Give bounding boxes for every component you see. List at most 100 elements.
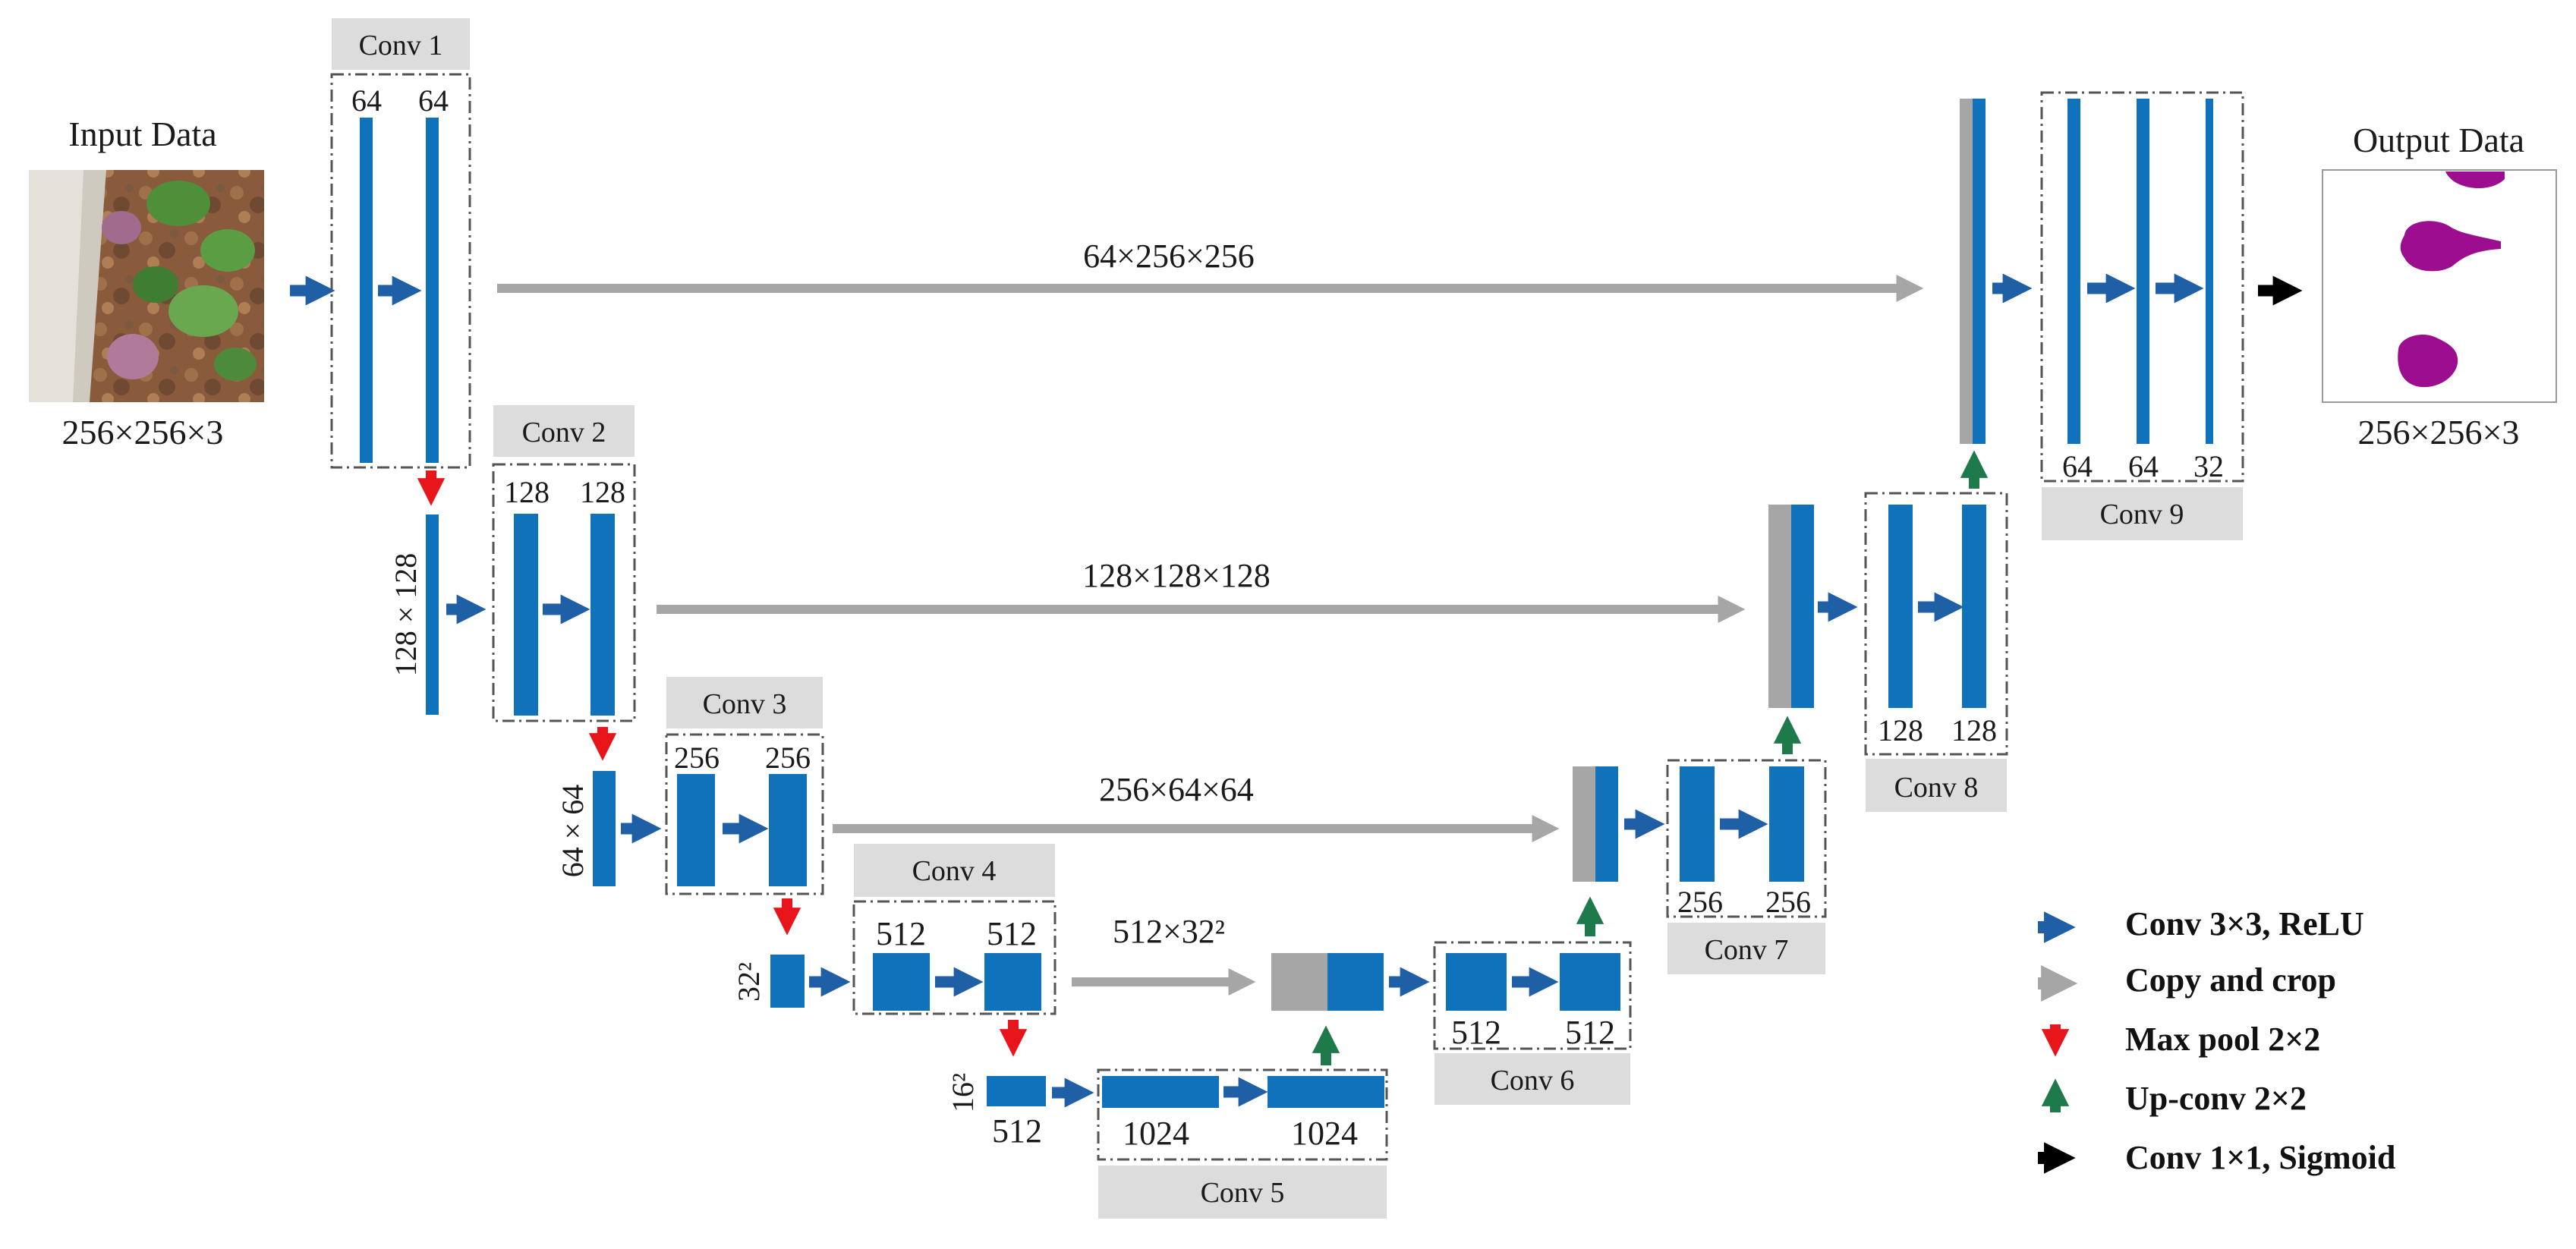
conv2-channels-b: 128: [580, 475, 625, 509]
pooled-channels-level5: 512: [992, 1112, 1042, 1150]
conv3-channels-a: 256: [674, 741, 720, 775]
conv6-feature-map-a: [1446, 953, 1507, 1011]
conv2-title-box: [493, 405, 635, 457]
conv7-title-box: [1667, 923, 1825, 974]
conv4-feature-map-b: [984, 953, 1041, 1011]
conv1-frame: [330, 73, 471, 469]
conv3-feature-map-a: [677, 774, 715, 886]
conv8-feature-map-a: [1888, 505, 1913, 708]
conv1-feature-map-a: [360, 118, 373, 463]
conv7-title: Conv 7: [1705, 934, 1789, 966]
legend: Conv 3×3, ReLU Copy and crop Max pool 2×…: [2038, 905, 2395, 1176]
legend-conv-label: Conv 3×3, ReLU: [2125, 905, 2364, 942]
conv2-feature-map-b: [590, 514, 615, 716]
conv3-channels-b: 256: [765, 741, 811, 775]
conv7-frame: [1666, 759, 1827, 918]
conv9-frame: [2040, 91, 2244, 483]
conv2-channels-a: 128: [504, 475, 550, 509]
conv9-title-box: [2042, 487, 2243, 540]
conv4-channels-b: 512: [987, 915, 1037, 952]
conv9-channels-c: 32: [2193, 449, 2224, 483]
conv4-frame: [852, 900, 1057, 1015]
legend-pool-label: Max pool 2×2: [2125, 1021, 2320, 1058]
conv5-feature-map-b: [1268, 1076, 1384, 1108]
conv8-feature-map-b: [1962, 505, 1986, 708]
input-image: [29, 170, 264, 402]
conv4-channels-a: 512: [876, 915, 926, 952]
conv9-feature-map-b: [2137, 99, 2149, 444]
legend-copy-label: Copy and crop: [2125, 961, 2336, 999]
conv7-feature-map-a: [1680, 766, 1715, 882]
conv3-title: Conv 3: [703, 688, 787, 720]
pool-size-level2: 128 × 128: [389, 553, 423, 677]
conv5-frame: [1097, 1068, 1388, 1161]
conv9-title: Conv 9: [2100, 499, 2184, 530]
conv9-feature-map-a: [2067, 99, 2080, 444]
conv2-title: Conv 2: [522, 417, 606, 448]
conv6-frame: [1433, 941, 1632, 1050]
pool-size-level4: 32²: [732, 962, 766, 1002]
skip-label-level1: 64×256×256: [1083, 238, 1255, 275]
pooled-map-level4: [770, 955, 805, 1008]
conv1-title: Conv 1: [359, 30, 443, 61]
skip-label-level2: 128×128×128: [1082, 557, 1271, 594]
pooled-map-level3: [593, 771, 616, 886]
conv4-title-box: [854, 844, 1055, 897]
conv5-title-box: [1098, 1166, 1387, 1219]
conv3-feature-map-b: [769, 774, 807, 886]
concat-copied-map-level4: [1271, 953, 1327, 1011]
concat-upsampled-map-level3: [1595, 766, 1618, 882]
concat-copied-map-level1: [1960, 99, 1973, 444]
conv5-feature-map-a: [1102, 1076, 1219, 1108]
conv4-title: Conv 4: [912, 855, 997, 887]
conv5-channels-b: 1024: [1291, 1115, 1358, 1152]
conv1-channels-b: 64: [418, 83, 449, 118]
output-mask-image: [2322, 169, 2557, 403]
conv3-title-box: [666, 677, 823, 728]
concat-copied-map-level3: [1573, 766, 1595, 882]
conv1-feature-map-b: [426, 118, 439, 463]
pooled-map-level2: [426, 514, 439, 715]
conv8-title-box: [1866, 759, 2007, 812]
conv8-frame: [1864, 492, 2008, 756]
conv7-feature-map-b: [1769, 766, 1804, 882]
conv5-title: Conv 5: [1201, 1177, 1285, 1209]
input-title: Input Data: [68, 115, 216, 153]
concat-upsampled-map-level1: [1973, 99, 1986, 444]
conv6-channels-b: 512: [1565, 1014, 1615, 1051]
concat-upsampled-map-level2: [1791, 505, 1814, 708]
conv7-channels-b: 256: [1765, 885, 1811, 919]
skip-label-level4: 512×32²: [1113, 913, 1225, 950]
conv6-title-box: [1434, 1053, 1630, 1105]
conv9-feature-map-c: [2206, 99, 2213, 444]
pool-size-level3: 64 × 64: [556, 785, 590, 878]
conv3-frame: [665, 733, 824, 895]
conv1-title-box: [332, 18, 470, 70]
conv8-channels-b: 128: [1951, 713, 1997, 747]
pooled-map-level5: [987, 1076, 1046, 1106]
conv6-channels-a: 512: [1451, 1014, 1501, 1051]
input-size-label: 256×256×3: [62, 413, 224, 451]
conv6-title: Conv 6: [1491, 1065, 1575, 1096]
concat-upsampled-map-level4: [1327, 953, 1384, 1011]
conv8-channels-a: 128: [1878, 713, 1923, 747]
output-size-label: 256×256×3: [2358, 413, 2520, 451]
conv5-channels-a: 1024: [1123, 1115, 1189, 1152]
conv9-channels-b: 64: [2128, 449, 2159, 483]
conv9-channels-a: 64: [2062, 449, 2093, 483]
skip-label-level3: 256×64×64: [1099, 771, 1254, 808]
legend-upconv-label: Up-conv 2×2: [2125, 1080, 2307, 1117]
conv8-title: Conv 8: [1894, 772, 1979, 804]
conv2-frame: [492, 463, 636, 722]
legend-sigmoid-label: Conv 1×1, Sigmoid: [2125, 1139, 2395, 1176]
pool-size-level5: 16²: [946, 1073, 980, 1112]
conv2-feature-map-a: [514, 514, 538, 716]
output-title: Output Data: [2353, 121, 2524, 159]
concat-copied-map-level2: [1768, 505, 1791, 708]
conv6-feature-map-b: [1560, 953, 1620, 1011]
conv7-channels-a: 256: [1677, 885, 1723, 919]
conv4-feature-map-a: [873, 953, 930, 1011]
conv1-channels-a: 64: [351, 83, 382, 118]
